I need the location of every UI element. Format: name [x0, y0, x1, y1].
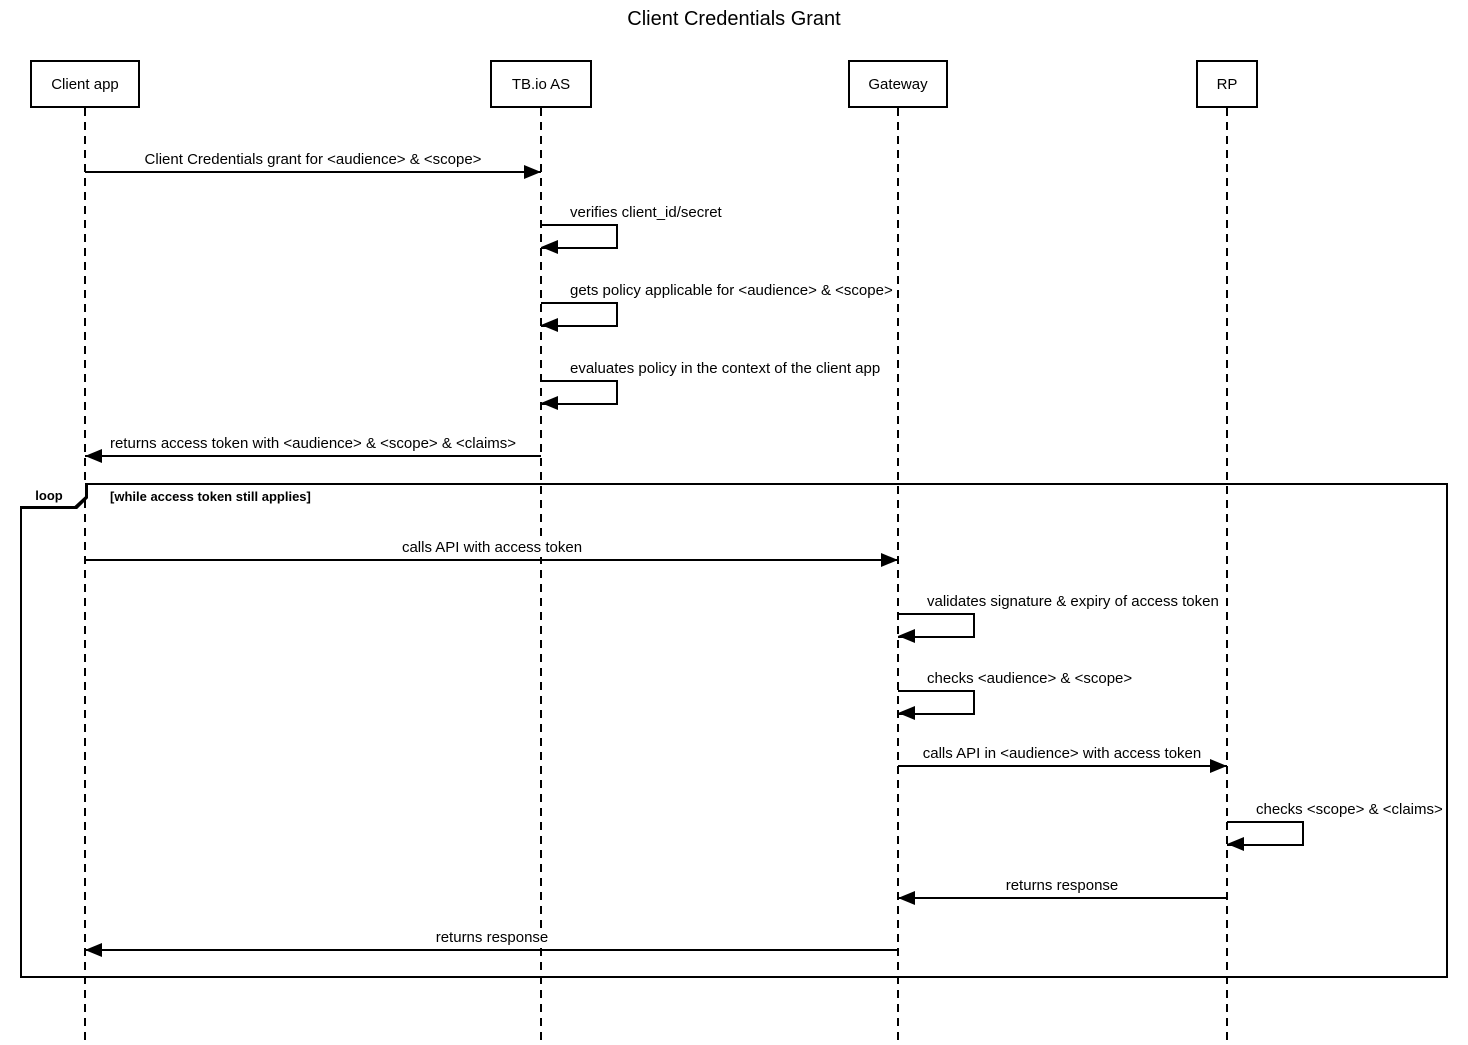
arrowhead-right-icon [524, 165, 541, 179]
message-label: returns response [1002, 877, 1122, 895]
arrowhead-left-icon [898, 706, 915, 720]
message-label: returns response [432, 929, 552, 947]
loop-tab [20, 483, 88, 509]
self-message-loop [898, 613, 975, 638]
message-line [898, 765, 1227, 767]
self-message-loop [898, 690, 975, 715]
self-message-loop [541, 302, 618, 327]
arrowhead-left-icon [541, 318, 558, 332]
participant-rp: RP [1196, 60, 1258, 108]
participant-label: Client app [51, 75, 119, 93]
message-line [85, 949, 898, 951]
lifeline-gateway [897, 108, 899, 1040]
loop-frame [20, 483, 1448, 978]
message-label: checks <scope> & <claims> [1253, 801, 1446, 819]
message-line [85, 455, 541, 457]
self-message-loop [541, 380, 618, 405]
loop-keyword-label: loop [35, 488, 63, 503]
arrowhead-left-icon [541, 240, 558, 254]
loop-tab-fill [20, 483, 85, 506]
arrowhead-right-icon [881, 553, 898, 567]
message-label: calls API in <audience> with access toke… [919, 745, 1205, 763]
loop-condition-label: [while access token still applies] [110, 489, 311, 504]
arrowhead-left-icon [1227, 837, 1244, 851]
arrowhead-left-icon [85, 449, 102, 463]
message-line [898, 897, 1227, 899]
message-label: evaluates policy in the context of the c… [567, 360, 884, 378]
message-label: Client Credentials grant for <audience> … [141, 151, 485, 169]
message-label: calls API with access token [398, 539, 586, 557]
participant-client-app: Client app [30, 60, 140, 108]
participant-label: TB.io AS [511, 75, 571, 93]
message-label: gets policy applicable for <audience> & … [567, 282, 896, 300]
diagram-title: Client Credentials Grant [627, 8, 841, 30]
lifeline-client-app [84, 108, 86, 1040]
arrowhead-left-icon [898, 629, 915, 643]
message-line [85, 559, 898, 561]
message-label: verifies client_id/secret [567, 204, 725, 222]
lifeline-tbio-as [540, 108, 542, 1040]
self-message-loop [1227, 821, 1304, 846]
lifeline-rp [1226, 108, 1228, 1040]
message-label: checks <audience> & <scope> [924, 670, 1136, 688]
message-line [85, 171, 541, 173]
message-label: returns access token with <audience> & <… [106, 435, 520, 453]
participant-label: RP [1216, 75, 1238, 93]
arrowhead-left-icon [541, 396, 558, 410]
arrowhead-left-icon [898, 891, 915, 905]
participant-gateway: Gateway [848, 60, 948, 108]
participant-tbio-as: TB.io AS [490, 60, 592, 108]
self-message-loop [541, 224, 618, 249]
message-label: validates signature & expiry of access t… [924, 593, 1222, 611]
arrowhead-right-icon [1210, 759, 1227, 773]
participant-label: Gateway [868, 75, 928, 93]
arrowhead-left-icon [85, 943, 102, 957]
